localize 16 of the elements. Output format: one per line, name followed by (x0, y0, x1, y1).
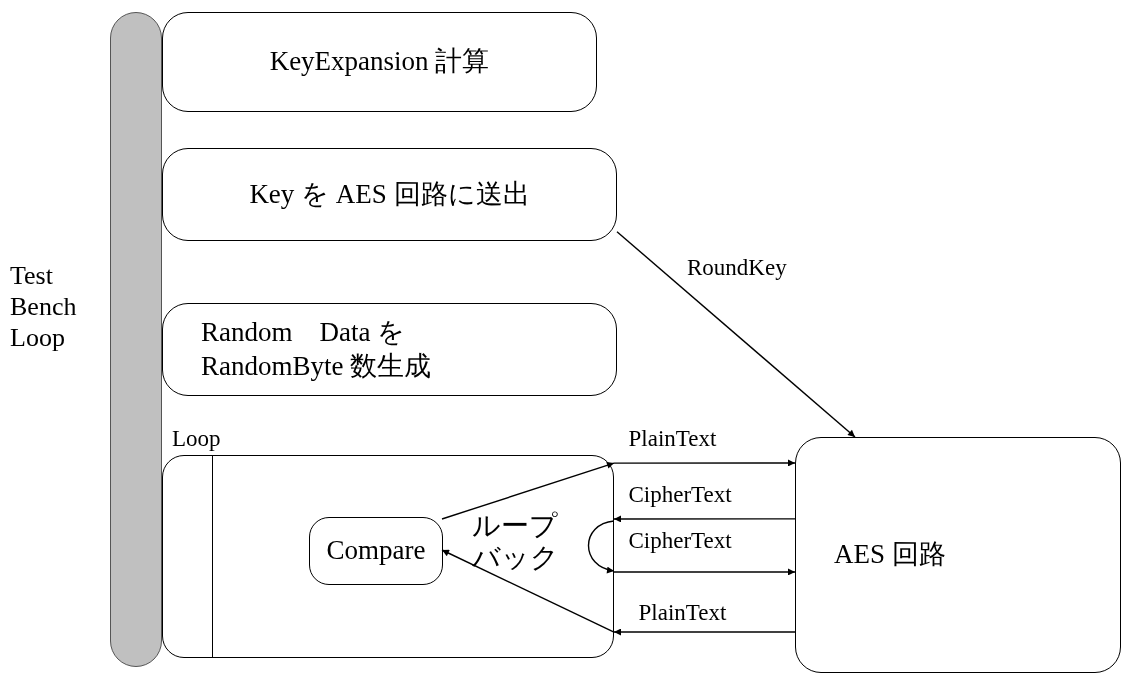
arrow (613, 459, 796, 467)
process-box: Key を AES 回路に送出 (162, 148, 617, 241)
process-box: Compare (309, 517, 443, 585)
arrow (613, 568, 796, 576)
arrow (613, 628, 796, 636)
process-box: KeyExpansion 計算 (162, 12, 597, 112)
frame-title: Loop (172, 426, 221, 452)
edge-label: ループバック (471, 509, 560, 575)
arrow (441, 549, 615, 633)
loop-arrow (587, 520, 615, 573)
arrow (616, 231, 856, 438)
arrow (613, 515, 796, 523)
arrow (441, 461, 615, 520)
process-box: AES 回路 (795, 437, 1121, 673)
bar-label: Test Bench Loop (10, 260, 78, 354)
process-box: Random Data を RandomByte 数生成 (162, 303, 617, 396)
